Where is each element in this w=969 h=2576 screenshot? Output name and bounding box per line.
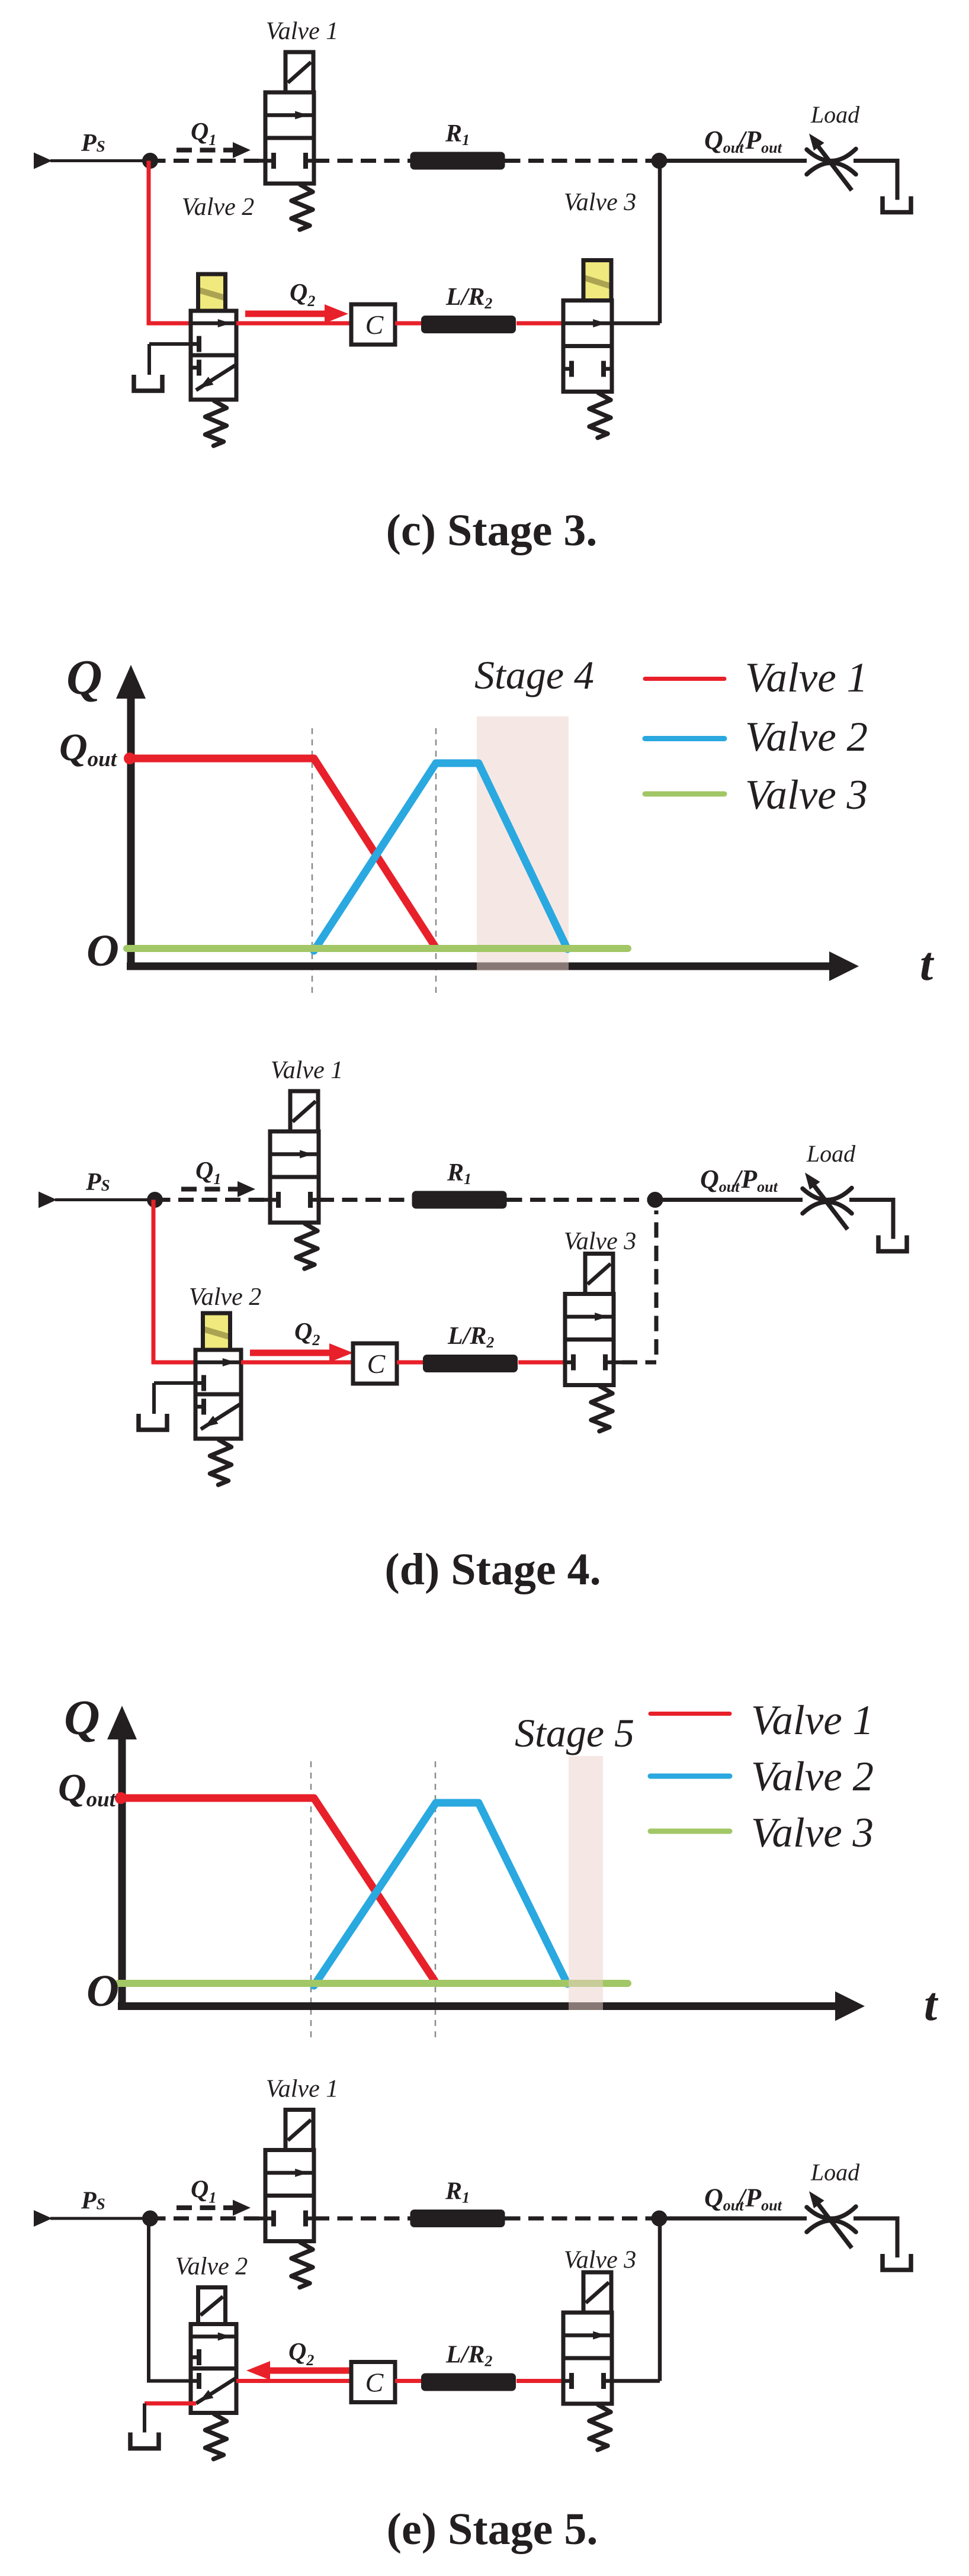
svg-text:Stage 4: Stage 4 xyxy=(474,652,594,697)
svg-text:L/R2: L/R2 xyxy=(447,1323,494,1351)
svg-text:Load: Load xyxy=(806,1140,856,1167)
svg-text:L/R2: L/R2 xyxy=(445,2342,492,2370)
svg-text:Stage 5: Stage 5 xyxy=(515,1710,634,1755)
svg-text:Valve 2: Valve 2 xyxy=(182,194,254,221)
svg-text:Load: Load xyxy=(810,101,860,128)
svg-text:Valve 3: Valve 3 xyxy=(564,189,636,216)
svg-text:Valve 1: Valve 1 xyxy=(751,1697,874,1744)
svg-text:Q: Q xyxy=(66,650,102,705)
svg-text:Valve 1: Valve 1 xyxy=(266,2076,338,2103)
svg-text:O: O xyxy=(86,926,119,976)
svg-text:C: C xyxy=(367,1349,386,1379)
svg-text:Valve 2: Valve 2 xyxy=(175,2253,248,2281)
svg-text:(c) Stage 3.: (c) Stage 3. xyxy=(386,506,598,555)
svg-text:Valve 1: Valve 1 xyxy=(266,18,338,45)
svg-text:Valve 3: Valve 3 xyxy=(564,2247,636,2274)
svg-text:O: O xyxy=(86,1966,119,2016)
svg-text:Q: Q xyxy=(64,1690,100,1745)
svg-text:PS: PS xyxy=(81,2188,105,2215)
svg-text:Valve 2: Valve 2 xyxy=(745,714,868,760)
svg-text:Valve 3: Valve 3 xyxy=(564,1228,636,1255)
svg-text:Valve 1: Valve 1 xyxy=(271,1057,343,1084)
svg-text:(d) Stage 4.: (d) Stage 4. xyxy=(384,1545,601,1594)
svg-text:t: t xyxy=(920,938,935,990)
svg-text:Valve 1: Valve 1 xyxy=(745,655,868,701)
svg-text:Valve 3: Valve 3 xyxy=(745,772,868,818)
svg-text:Q1: Q1 xyxy=(191,2176,216,2207)
svg-text:PS: PS xyxy=(85,1169,110,1196)
svg-text:Load: Load xyxy=(810,2159,860,2186)
svg-text:Valve 3: Valve 3 xyxy=(751,1810,874,1856)
svg-text:/Pout: /Pout xyxy=(732,1165,778,1195)
svg-text:L/R2: L/R2 xyxy=(445,284,492,312)
svg-text:Valve 2: Valve 2 xyxy=(189,1284,261,1311)
svg-text:C: C xyxy=(365,310,384,340)
svg-text:t: t xyxy=(924,1979,939,2031)
svg-text:(e) Stage 5.: (e) Stage 5. xyxy=(387,2504,598,2554)
svg-text:C: C xyxy=(365,2368,384,2398)
svg-text:Valve 2: Valve 2 xyxy=(751,1754,874,1800)
